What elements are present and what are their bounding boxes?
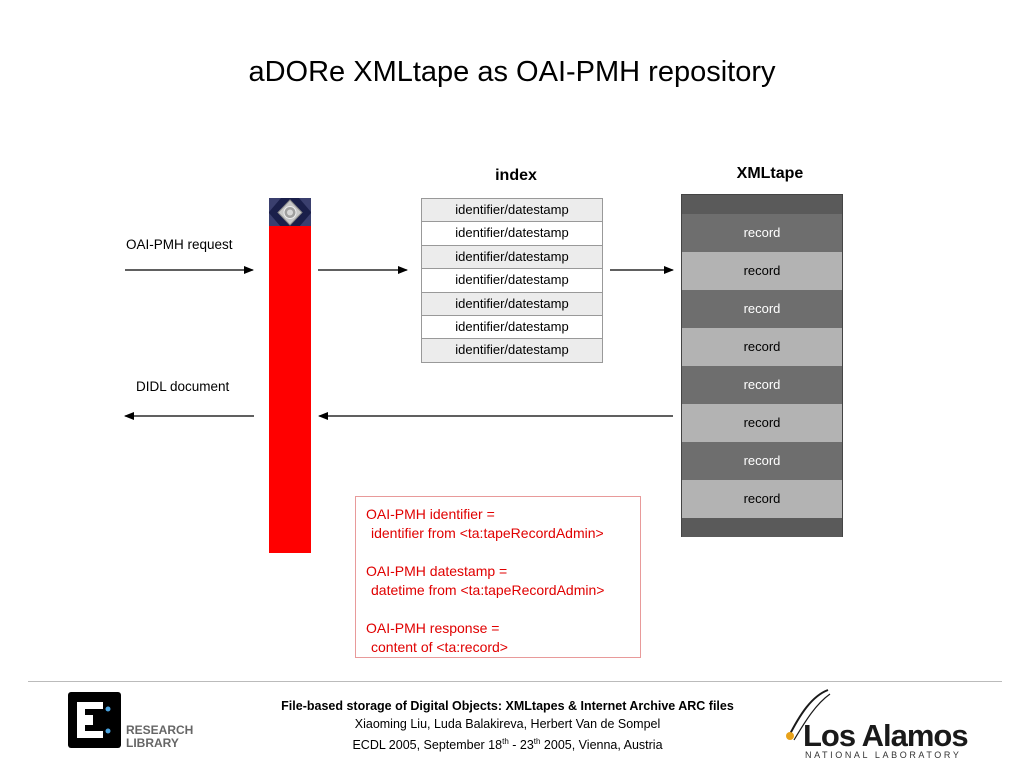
xmltape-column: record record record record record recor…: [681, 194, 843, 537]
index-row: identifier/datestamp: [422, 222, 602, 246]
tape-record: record: [682, 328, 842, 366]
request-label: OAI-PMH request: [126, 237, 233, 252]
index-row: identifier/datestamp: [422, 199, 602, 223]
footer-authors: Xiaoming Liu, Luda Balakireva, Herbert V…: [354, 717, 661, 731]
mapping-box: OAI-PMH identifier = identifier from <ta…: [355, 496, 641, 658]
footer-divider: [28, 681, 1002, 682]
index-table: identifier/datestamp identifier/datestam…: [421, 198, 603, 363]
footer-title: File-based storage of Digital Objects: X…: [281, 699, 734, 713]
xmltape-header: XMLtape: [736, 165, 804, 182]
server-bar: [269, 226, 311, 553]
tape-record: record: [682, 252, 842, 290]
index-header: index: [495, 167, 537, 184]
tape-record: record: [682, 480, 842, 518]
index-row: identifier/datestamp: [422, 316, 602, 340]
server-icon: [269, 198, 311, 227]
datestamp-mapping-label: OAI-PMH datestamp =: [366, 563, 508, 579]
los-alamos-swoosh-icon: [786, 689, 831, 741]
los-alamos-logo-sub: NATIONAL LABORATORY: [805, 750, 962, 760]
index-row: identifier/datestamp: [422, 245, 602, 270]
index-row: identifier/datestamp: [422, 269, 602, 293]
footer-event: ECDL 2005, September 18th - 23th 2005, V…: [352, 737, 663, 753]
datestamp-mapping-value: datetime from <ta:tapeRecordAdmin>: [371, 582, 605, 598]
tape-record: record: [682, 290, 842, 328]
index-row: identifier/datestamp: [422, 292, 602, 316]
tape-record: record: [682, 404, 842, 442]
response-label: DIDL document: [136, 379, 230, 394]
slide-title: aDORe XMLtape as OAI-PMH repository: [248, 56, 776, 88]
los-alamos-logo-name: Los Alamos: [803, 718, 969, 753]
research-library-logo-text: RESEARCH LIBRARY: [126, 723, 194, 750]
footer-citation: File-based storage of Digital Objects: X…: [230, 697, 785, 754]
tape-record: record: [682, 214, 842, 252]
tape-record: record: [682, 442, 842, 480]
research-library-logo-icon: [68, 692, 121, 748]
tape-footer-cap: [682, 518, 842, 537]
tape-record: record: [682, 366, 842, 404]
response-mapping-label: OAI-PMH response =: [366, 620, 500, 636]
response-mapping-value: content of <ta:record>: [371, 639, 508, 655]
tape-header-cap: [682, 195, 842, 214]
identifier-mapping-value: identifier from <ta:tapeRecordAdmin>: [371, 525, 604, 541]
index-row: identifier/datestamp: [422, 339, 602, 363]
identifier-mapping-label: OAI-PMH identifier =: [366, 506, 495, 522]
